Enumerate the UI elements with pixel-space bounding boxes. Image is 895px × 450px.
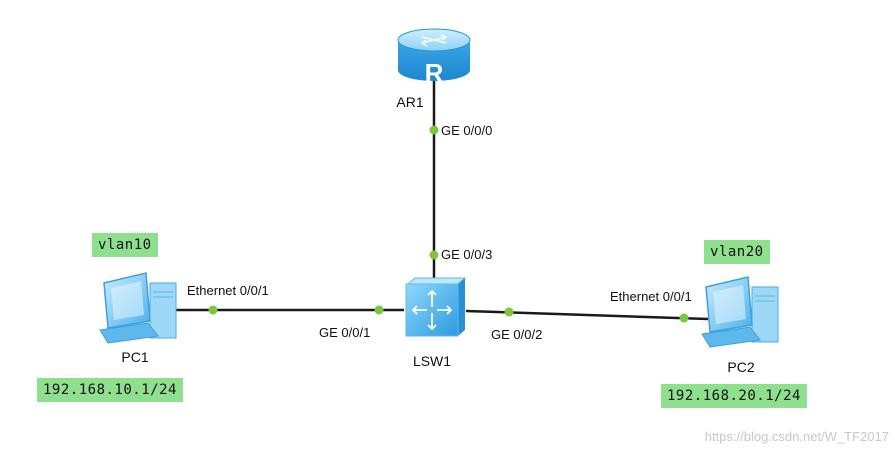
port-label-pc1-eth001: Ethernet 0/0/1 (187, 283, 269, 298)
pc-icon (701, 276, 779, 348)
port-label-ar1-ge000: GE 0/0/0 (441, 123, 492, 138)
pc-icon (99, 272, 177, 344)
port-dots (208, 125, 689, 323)
port-dot-pc1-eth001 (208, 305, 218, 315)
router-name-label: AR1 (396, 94, 423, 110)
router-icon: R (397, 28, 471, 88)
port-label-pc2-eth001: Ethernet 0/0/1 (610, 289, 692, 304)
pc2-name-label: PC2 (727, 359, 754, 375)
port-dot-lsw1-ge002 (504, 307, 514, 317)
port-label-lsw1-ge001: GE 0/0/1 (319, 325, 370, 340)
port-dot-lsw1-ge001 (374, 305, 384, 315)
pc2[interactable]: PC2 (701, 276, 779, 375)
link-lsw1-pc2[interactable] (465, 309, 709, 321)
pc1[interactable]: PC1 (99, 272, 177, 365)
port-dot-lsw1-ge003 (429, 250, 439, 260)
port-label-lsw1-ge002: GE 0/0/2 (491, 327, 542, 342)
pc2-ip-tag: 192.168.20.1/24 (661, 384, 807, 408)
port-dot-ar1-ge000 (429, 125, 439, 135)
watermark-url: https://blog.csdn.net/W_TF2017 (704, 429, 889, 444)
switch-name-label: LSW1 (413, 353, 451, 369)
router-glyph: R (425, 58, 444, 88)
pc2-vlan-tag: vlan20 (704, 240, 770, 264)
pc1-ip-tag: 192.168.10.1/24 (37, 378, 183, 402)
port-label-lsw1-ge003: GE 0/0/3 (441, 247, 492, 262)
pc1-name-label: PC1 (121, 349, 148, 365)
pc1-vlan-tag: vlan10 (92, 233, 158, 257)
switch-lsw1[interactable]: LSW1 (405, 277, 467, 369)
port-dot-pc2-eth001 (679, 313, 689, 323)
switch-icon (405, 277, 467, 337)
router-ar1[interactable]: R AR1 (396, 28, 471, 110)
port-labels: GE 0/0/0 GE 0/0/3 Ethernet 0/0/1 GE 0/0/… (187, 123, 692, 342)
